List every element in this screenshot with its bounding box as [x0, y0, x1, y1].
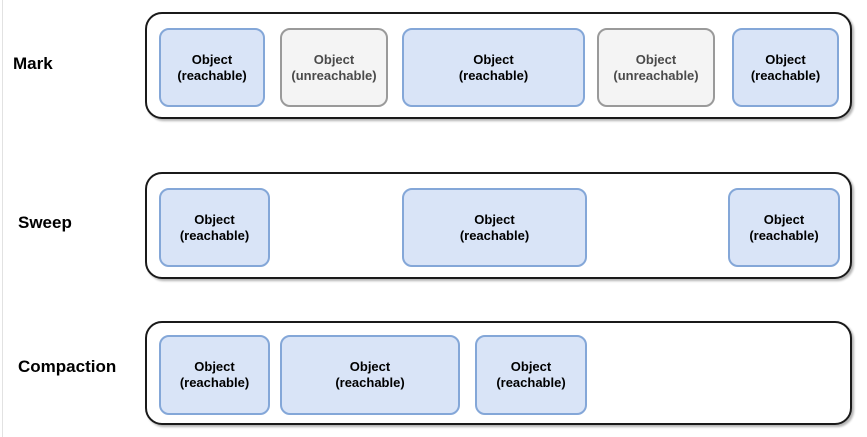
row-label-mark: Mark: [13, 54, 53, 73]
object-box-reachable: Object (reachable): [159, 335, 270, 415]
object-title: Object: [474, 211, 515, 227]
object-state: (reachable): [458, 67, 529, 83]
object-title: Object: [510, 359, 552, 374]
object-state: (reachable): [179, 227, 250, 243]
object-state: (unreachable): [291, 67, 377, 83]
heap-container-sweep: Object (reachable) Object (reachable) Ob…: [145, 172, 852, 279]
row-label-compaction: Compaction: [18, 357, 117, 376]
object-box-unreachable: Object (unreachable): [597, 28, 715, 107]
object-title: Object: [313, 51, 355, 67]
object-state: (reachable): [177, 67, 247, 83]
object-state: (reachable): [335, 375, 405, 390]
heap-container-compaction: Object (reachable) Object (reachable) Ob…: [145, 321, 852, 425]
object-box-reachable: Object (reachable): [159, 28, 265, 107]
object-box-reachable: Object (reachable): [402, 28, 585, 107]
object-title: Object: [191, 51, 233, 67]
object-state: (reachable): [459, 227, 530, 243]
object-state: (unreachable): [613, 67, 699, 83]
object-title: Object: [635, 51, 677, 67]
object-state: (reachable): [496, 375, 566, 390]
row-label-sweep: Sweep: [18, 213, 72, 232]
object-box-reachable: Object (reachable): [280, 335, 460, 415]
object-box-reachable: Object (reachable): [475, 335, 587, 415]
object-title: Object: [473, 51, 514, 67]
page-edge-line: [2, 0, 3, 437]
object-box-reachable: Object (reachable): [732, 28, 839, 107]
object-title: Object: [765, 51, 806, 67]
object-box-reachable: Object (reachable): [159, 188, 270, 267]
object-title: Object: [763, 211, 805, 227]
object-title: Object: [194, 359, 235, 374]
object-title: Object: [194, 211, 235, 227]
heap-container-mark: Object (reachable) Object (unreachable) …: [145, 12, 852, 119]
object-title: Object: [349, 359, 391, 374]
object-box-unreachable: Object (unreachable): [280, 28, 388, 107]
object-box-reachable: Object (reachable): [728, 188, 840, 267]
object-state: (reachable): [750, 67, 821, 83]
object-state: (reachable): [179, 375, 250, 390]
object-state: (reachable): [749, 227, 819, 243]
object-box-reachable: Object (reachable): [402, 188, 587, 267]
